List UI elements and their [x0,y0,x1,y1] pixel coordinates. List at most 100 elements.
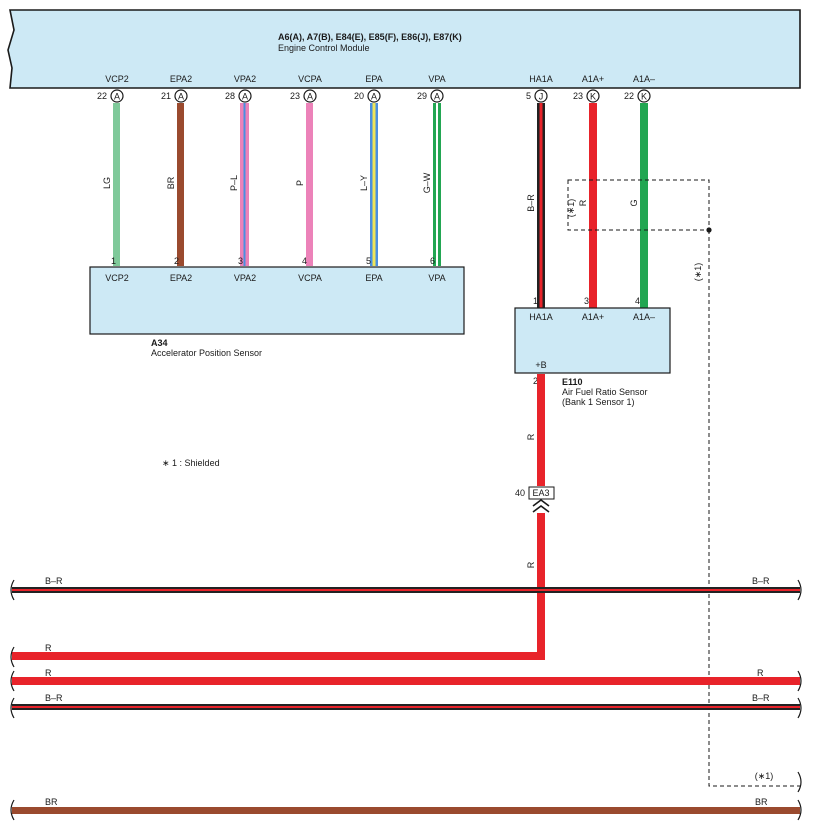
ecm-terminals: VCP2 EPA2 VPA2 VCPA EPA VPA HA1A A1A+ A1… [97,74,655,101]
bus-line-b-r [12,587,800,593]
bus-label-right: R [757,668,764,678]
ecm-pin-number: 22 [624,91,634,101]
ecm-connectors: A6(A), A7(B), E84(E), E85(F), E86(J), E8… [278,32,462,42]
wire-label-p: P [295,180,305,186]
ecm-pin-connector: A [430,89,444,103]
bus-label-right: BR [755,797,768,807]
bus-label-left: R [45,643,52,653]
bus-line-br [12,807,800,814]
ecm-pin-connector: K [637,89,651,103]
ecm-box: A6(A), A7(B), E84(E), E85(F), E86(J), E8… [7,9,801,89]
ecm-pin-connector: A [238,89,252,103]
apps-pin-number: 3 [238,256,243,266]
shield-mark: (∗1) [566,199,576,218]
ecm-pin-connector: A [367,89,381,103]
ecm-pin-connector-letter: A [242,92,248,102]
bus-line-b-r [12,704,800,710]
ecm-pin-connector: A [110,89,124,103]
wire-label-g-w: G–W [422,172,432,193]
bus-lines: B–R B–R R R R B–R B–R BR BR [10,576,802,821]
af-sensor-name: Air Fuel Ratio Sensor [562,387,648,397]
ecm-pin-connector-letter: A [307,92,313,102]
ecm-pin-connector: A [174,89,188,103]
apps-terminal-vcpa: VCPA [298,273,322,283]
af-wires: B–R R G [526,103,648,308]
apps-terminal-epa2: EPA2 [170,273,192,283]
af-sensor-code: E110 [562,377,583,387]
ecm-terminal-vpa2: VPA2 [234,74,256,84]
af-pin-number: 1 [533,296,538,306]
af-pin-number: 3 [584,296,589,306]
apps-box: 1 2 3 4 5 6 VCP2 EPA2 VPA2 VCPA EPA VPA … [89,256,465,358]
shield-note: ∗ 1 : Shielded [162,458,220,468]
wire-br [177,103,184,266]
af-power-pin-number: 2 [533,376,538,386]
bus-label-left: R [45,668,52,678]
wire-label-r: R [526,433,536,440]
ecm-pin-number: 28 [225,91,235,101]
ecm-pin-connector-letter: A [114,92,120,102]
wire-l-y [370,103,378,266]
wire-g-w [433,103,441,266]
bus-label-left: B–R [45,693,63,703]
ecm-pin-number: 20 [354,91,364,101]
ecm-pin-connector-letter: A [434,92,440,102]
wire-label-g: G [629,199,639,206]
wire-r-power-lower [12,513,545,660]
ecm-pin-number: 29 [417,91,427,101]
af-terminal-a1a-minus: A1A– [633,312,655,322]
junction-code: EA3 [532,488,549,498]
af-sensor-box: 1 3 4 HA1A A1A+ A1A– +B 2 E110 Air Fuel … [514,296,671,407]
ecm-terminal-a1a-minus: A1A– [633,74,655,84]
ecm-pin-number: 23 [290,91,300,101]
apps-terminal-epa: EPA [365,273,382,283]
apps-terminal-vpa2: VPA2 [234,273,256,283]
junction-arrow-icon [532,499,550,513]
bus-break-marks [10,579,802,821]
ecm-name: Engine Control Module [278,43,370,53]
apps-pin-number: 6 [430,256,435,266]
ecm-terminal-vcp2: VCP2 [105,74,129,84]
wire-label-br: BR [166,176,176,189]
wire-label-p-l: P–L [229,175,239,191]
ecm-terminal-epa2: EPA2 [170,74,192,84]
ecm-terminal-epa: EPA [365,74,382,84]
ecm-pin-number: 21 [161,91,171,101]
ecm-pin-connector: J [534,89,548,103]
wire-label-r: R [526,561,536,568]
ecm-pin-number: 22 [97,91,107,101]
shield-outline [567,179,800,787]
bus-label-left: B–R [45,576,63,586]
af-terminal-a1a-plus: A1A+ [582,312,604,322]
af-pin-number: 4 [635,296,640,306]
wire-r [589,103,597,308]
ecm-pin-connector-letter: K [590,92,596,102]
shield-junction-dot [706,227,712,233]
ecm-terminal-vcpa: VCPA [298,74,322,84]
shield-mark: (∗1) [755,771,774,781]
bus-label-right: B–R [752,693,770,703]
apps-pin-number: 5 [366,256,371,266]
wire-g [640,103,648,308]
wire-b-r [537,103,545,308]
ecm-terminal-vpa: VPA [428,74,445,84]
apps-pin-number: 4 [302,256,307,266]
ecm-pin-connector-letter: A [178,92,184,102]
bus-line-r [12,677,800,685]
ecm-pin-number: 5 [526,91,531,101]
bus-label-left: BR [45,797,58,807]
af-sensor-position: (Bank 1 Sensor 1) [562,397,635,407]
wire-lg [113,103,120,266]
apps-name: Accelerator Position Sensor [151,348,262,358]
af-terminal-ha1a: HA1A [529,312,553,322]
ecm-pin-connector-letter: K [641,92,647,102]
bus-label-right: B–R [752,576,770,586]
wire-p [306,103,313,266]
ecm-pin-connector-letter: J [539,92,544,102]
af-terminal-plus-b: +B [535,360,546,370]
ecm-pin-connector: A [303,89,317,103]
ecm-pin-connector: K [586,89,600,103]
ecm-pin-number: 23 [573,91,583,101]
ecm-terminal-ha1a: HA1A [529,74,553,84]
